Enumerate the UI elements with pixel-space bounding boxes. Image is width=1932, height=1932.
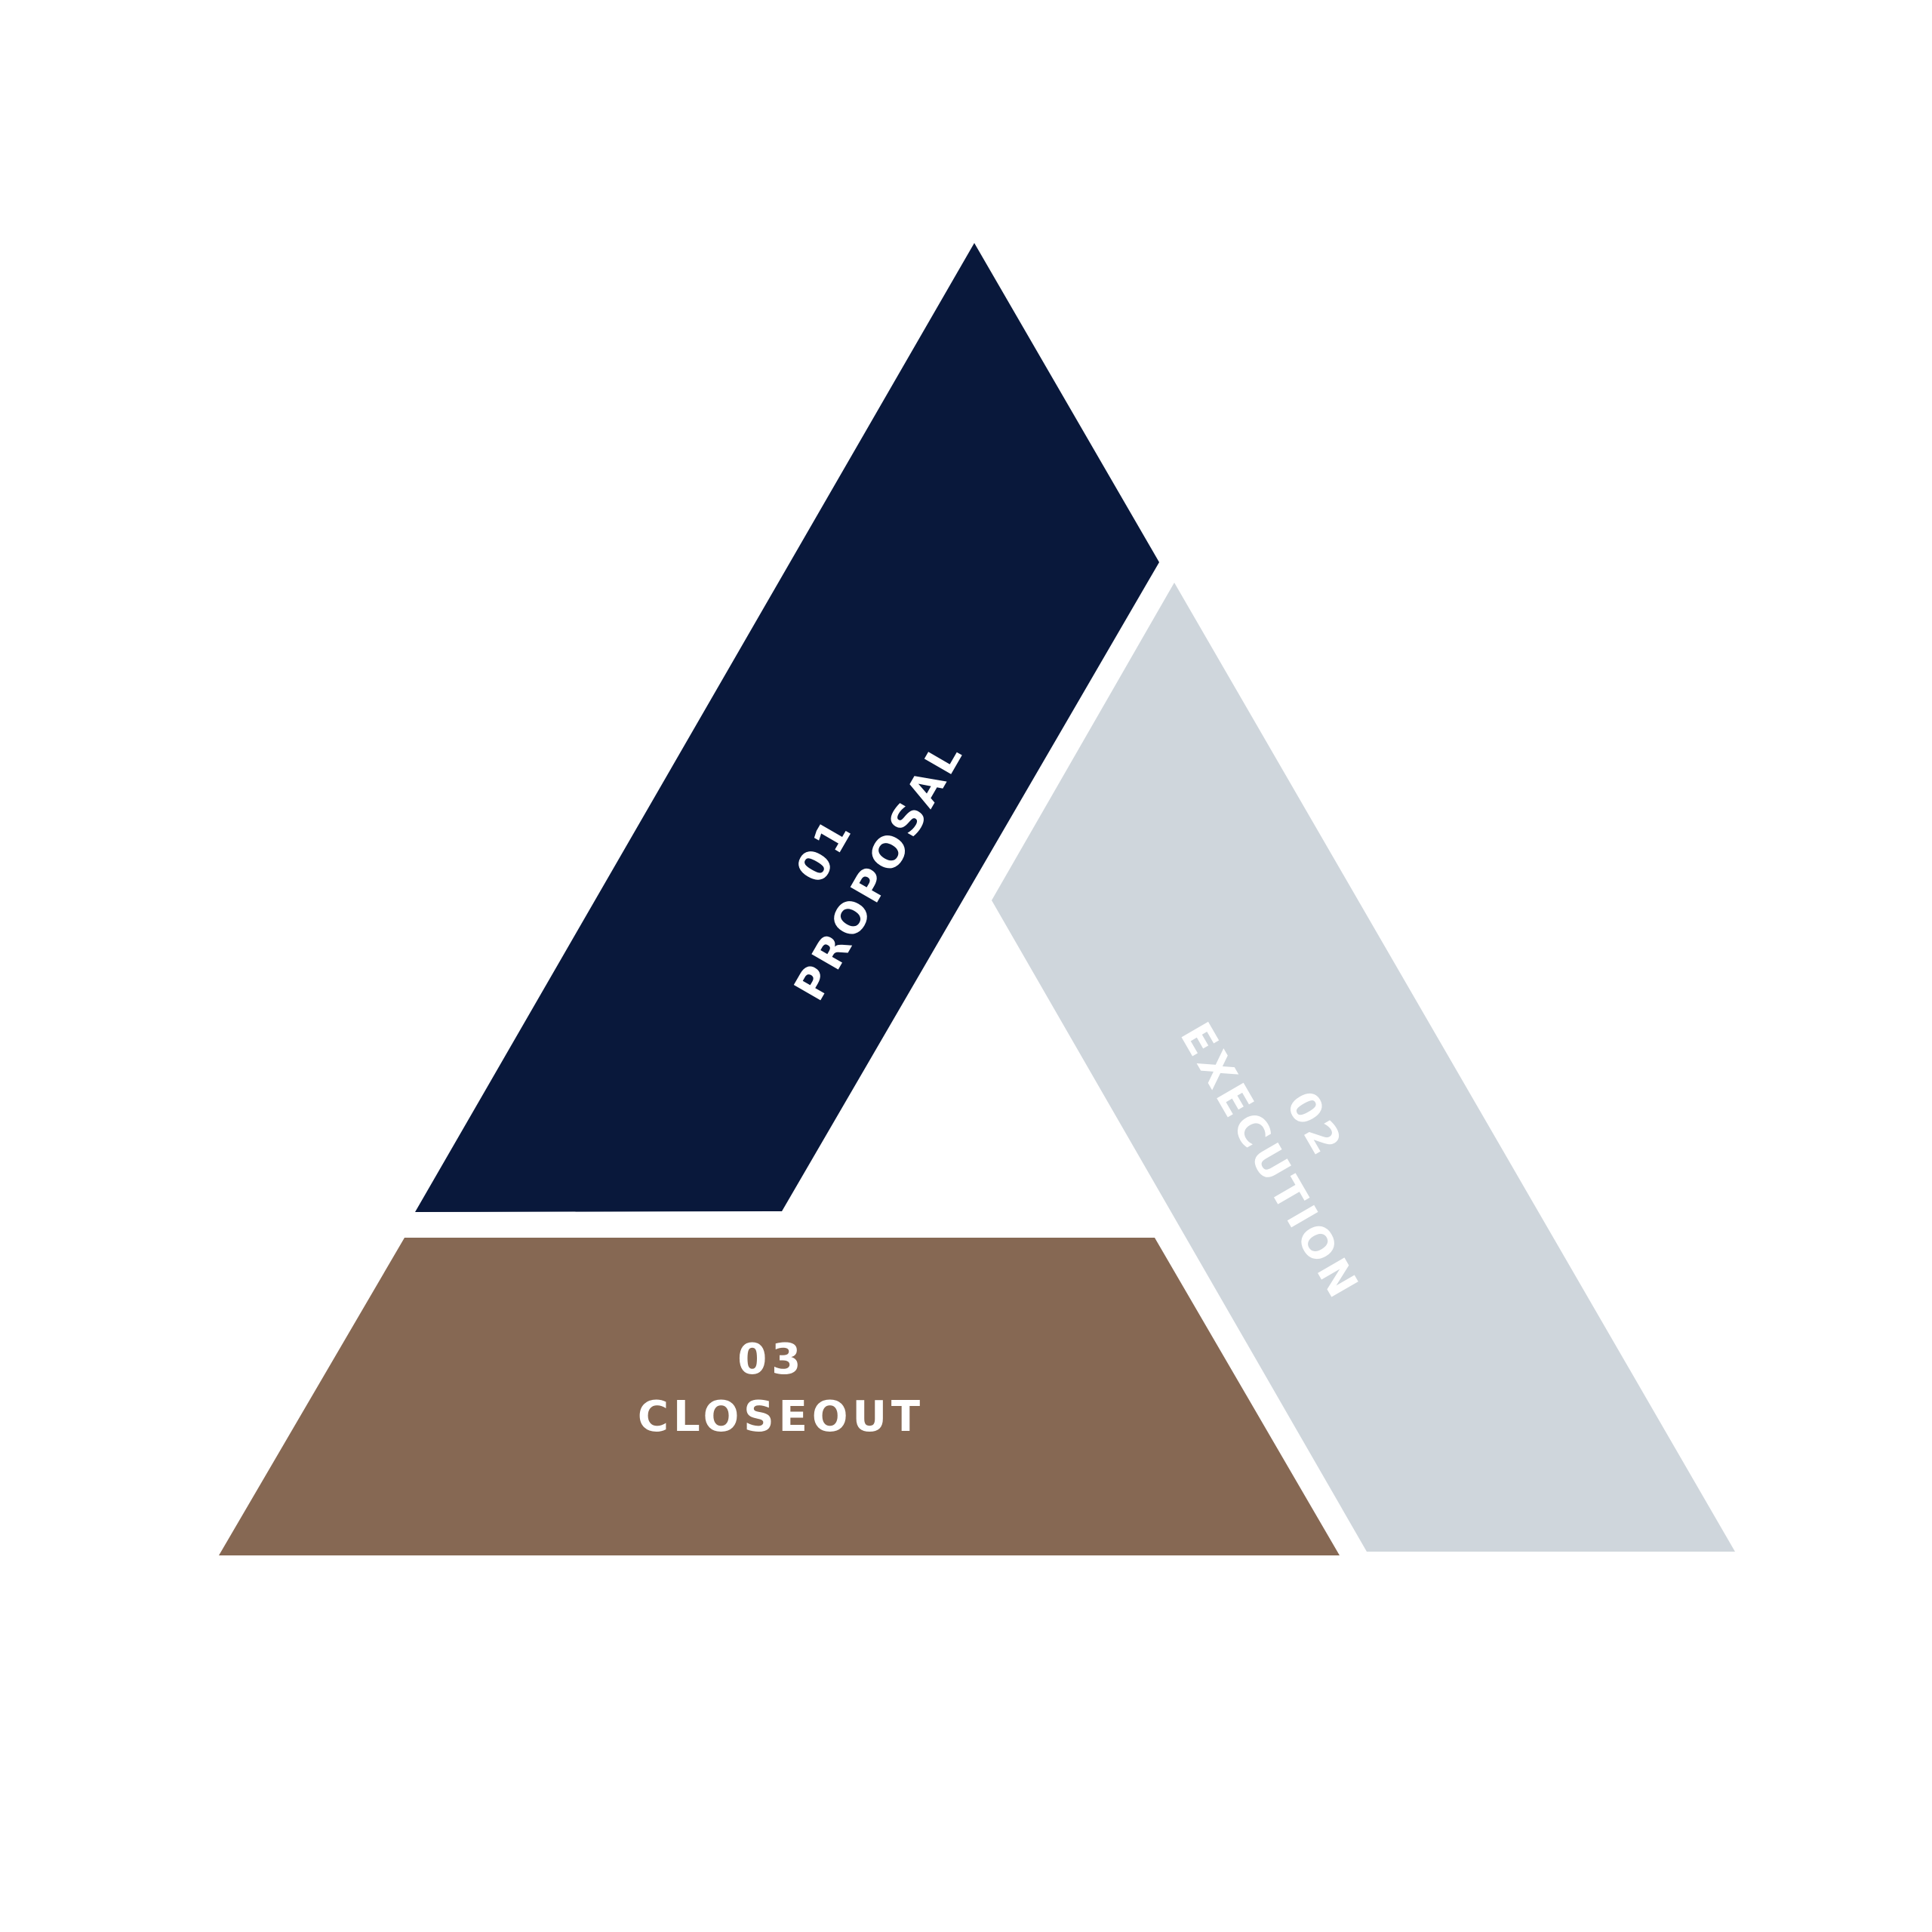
segment-closeout-name: CLOSEOUT [638,1392,924,1441]
segment-closeout-shape [219,1238,1340,1555]
segment-proposal-shape [415,243,1159,1212]
segment-closeout: 03 CLOSEOUT [219,1238,1340,1555]
segment-closeout-number: 03 [737,1335,805,1384]
segment-execution: 02 EXECUTION [992,583,1735,1552]
segment-closeout-label: 03 CLOSEOUT [638,1335,924,1441]
segment-execution-shape [992,583,1735,1552]
segment-proposal: 01 PROPOSAL [415,243,1159,1212]
